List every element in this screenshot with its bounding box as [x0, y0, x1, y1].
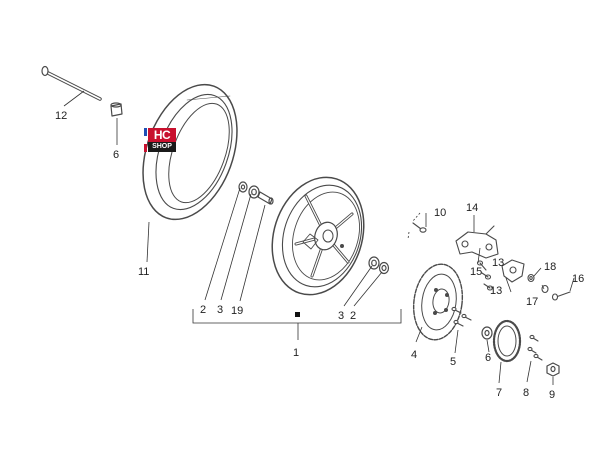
logo-flag-stripe [144, 128, 147, 152]
spacer-top [110, 102, 123, 117]
callout-2-left: 2 [200, 304, 206, 316]
callout-6-top: 6 [113, 149, 119, 161]
bracket-bolts [476, 260, 494, 291]
callout-11: 11 [138, 266, 149, 278]
callout-13-lower: 13 [490, 285, 502, 297]
bearing-right-large [368, 256, 380, 270]
callout-15: 15 [470, 266, 482, 278]
callout-13-upper: 13 [492, 257, 504, 269]
callout-labels: 12 6 11 2 3 19 3 2 1 10 14 15 13 13 18 1… [55, 110, 584, 401]
callout-4: 4 [411, 349, 417, 361]
callout-5: 5 [450, 356, 456, 368]
leader-lines [63, 90, 575, 385]
callout-3-right: 3 [338, 310, 344, 322]
bearing-right-small [378, 261, 390, 275]
bolt-16 [551, 291, 571, 301]
callout-17: 17 [526, 296, 538, 308]
callout-7: 7 [496, 387, 502, 399]
disc-bolts [451, 306, 472, 327]
axle-nut [546, 362, 560, 377]
callout-6-lower: 6 [485, 352, 491, 364]
logo-top-text: HC [148, 128, 176, 142]
callout-1: 1 [293, 347, 299, 359]
tyre [142, 83, 238, 221]
caliper-bracket [455, 225, 499, 259]
washer-18 [527, 273, 535, 283]
callout-10: 10 [434, 207, 446, 219]
speed-sensor [501, 259, 525, 283]
callout-16: 16 [572, 273, 584, 285]
callout-9: 9 [549, 389, 555, 401]
screws-8 [527, 334, 543, 361]
callout-19: 19 [231, 305, 243, 317]
callout-3-left: 3 [217, 304, 223, 316]
tone-ring [492, 319, 522, 363]
axle-bolt [41, 65, 102, 101]
screw-10 [412, 222, 427, 233]
spacer-lower [481, 326, 493, 340]
callout-14: 14 [466, 202, 478, 214]
callout-8: 8 [523, 387, 529, 399]
callout-18: 18 [544, 261, 556, 273]
bearing-left-large [248, 185, 260, 199]
bearing-left-small [238, 181, 248, 193]
hc-shop-logo: HC SHOP [144, 128, 176, 158]
wheel-spacer-tube [257, 191, 274, 205]
wheel-rim [271, 176, 365, 296]
reference-marker [295, 312, 300, 317]
callout-12: 12 [55, 110, 67, 122]
brake-disc [412, 263, 464, 341]
logo-bottom-text: SHOP [148, 142, 176, 152]
callout-2-right: 2 [350, 310, 356, 322]
